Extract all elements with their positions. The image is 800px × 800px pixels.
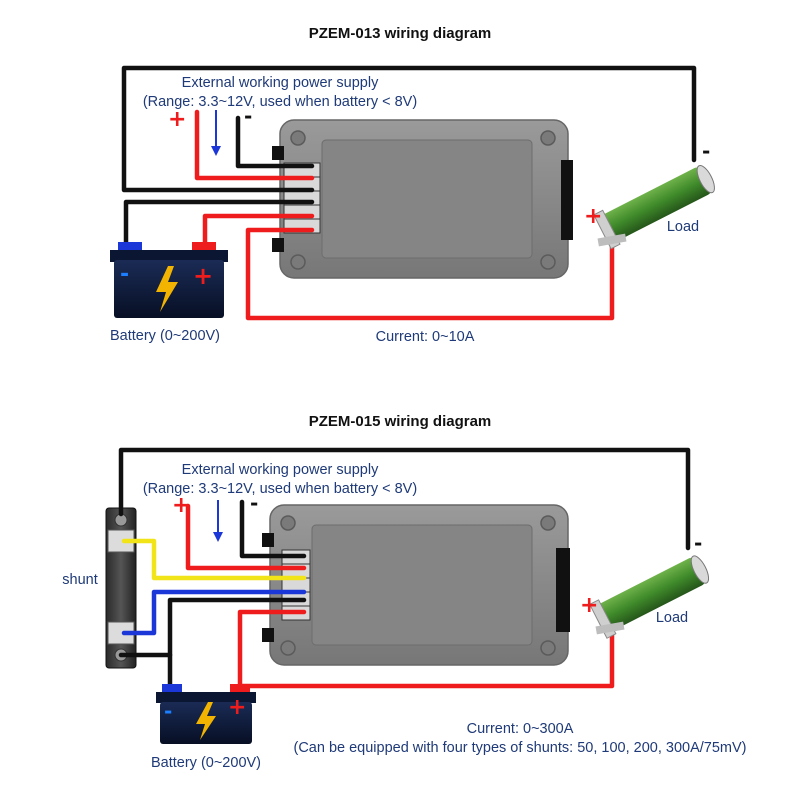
meter-module-icon [272, 119, 573, 279]
wires-diagram2 [118, 447, 691, 703]
diagram2-load-minus: - [694, 531, 702, 555]
diagram1-supply-line2: (Range: 3.3~12V, used when battery < 8V) [143, 94, 417, 110]
diagram-pzem-015: PZEM-015 wiring diagram [62, 413, 746, 771]
diagram1-title: PZEM-013 wiring diagram [309, 25, 492, 42]
diagram1-supply-minus: - [244, 104, 252, 128]
diagram2-supply-line2: (Range: 3.3~12V, used when battery < 8V) [143, 481, 417, 497]
diagram1-battery-plus: + [193, 262, 213, 290]
diagram2-supply-plus: + [172, 493, 190, 518]
resistor-load-icon [593, 164, 715, 250]
meter-module-icon [262, 504, 570, 666]
diagram1-load-label: Load [667, 219, 699, 235]
battery-icon: - + [110, 242, 228, 318]
diagram2-title: PZEM-015 wiring diagram [309, 413, 492, 430]
diagram1-current-label: Current: 0~10A [376, 329, 475, 345]
diagram1-supply-plus: + [168, 107, 186, 132]
arrow-down-icon [213, 500, 223, 542]
diagram2-battery-label: Battery (0~200V) [151, 755, 261, 771]
battery-icon: - + [156, 684, 256, 744]
diagram1-battery-label: Battery (0~200V) [110, 328, 220, 344]
diagram-pzem-013: PZEM-013 wiring diagram [110, 25, 715, 345]
diagram1-supply-line1: External working power supply [182, 75, 379, 91]
resistor-load-icon [589, 555, 710, 639]
diagram2-load-label: Load [656, 610, 688, 626]
diagram2-supply-line1: External working power supply [182, 462, 379, 478]
shunt-icon [105, 507, 137, 669]
arrow-down-icon [211, 110, 221, 156]
diagram2-load-plus: + [580, 593, 598, 618]
diagram2-current-label: Current: 0~300A [467, 721, 574, 737]
diagram2-battery-plus: + [228, 695, 246, 720]
diagram1-battery-minus: - [120, 262, 129, 287]
diagram2-shunt-note: (Can be equipped with four types of shun… [293, 740, 746, 756]
diagram1-load-plus: + [584, 204, 602, 229]
diagram1-load-minus: - [702, 139, 710, 163]
diagram2-battery-minus: - [164, 699, 172, 723]
diagram2-shunt-label: shunt [62, 572, 97, 588]
diagram2-supply-minus: - [250, 491, 258, 515]
lightning-bolt-icon [196, 702, 216, 740]
lightning-bolt-icon [156, 266, 178, 312]
